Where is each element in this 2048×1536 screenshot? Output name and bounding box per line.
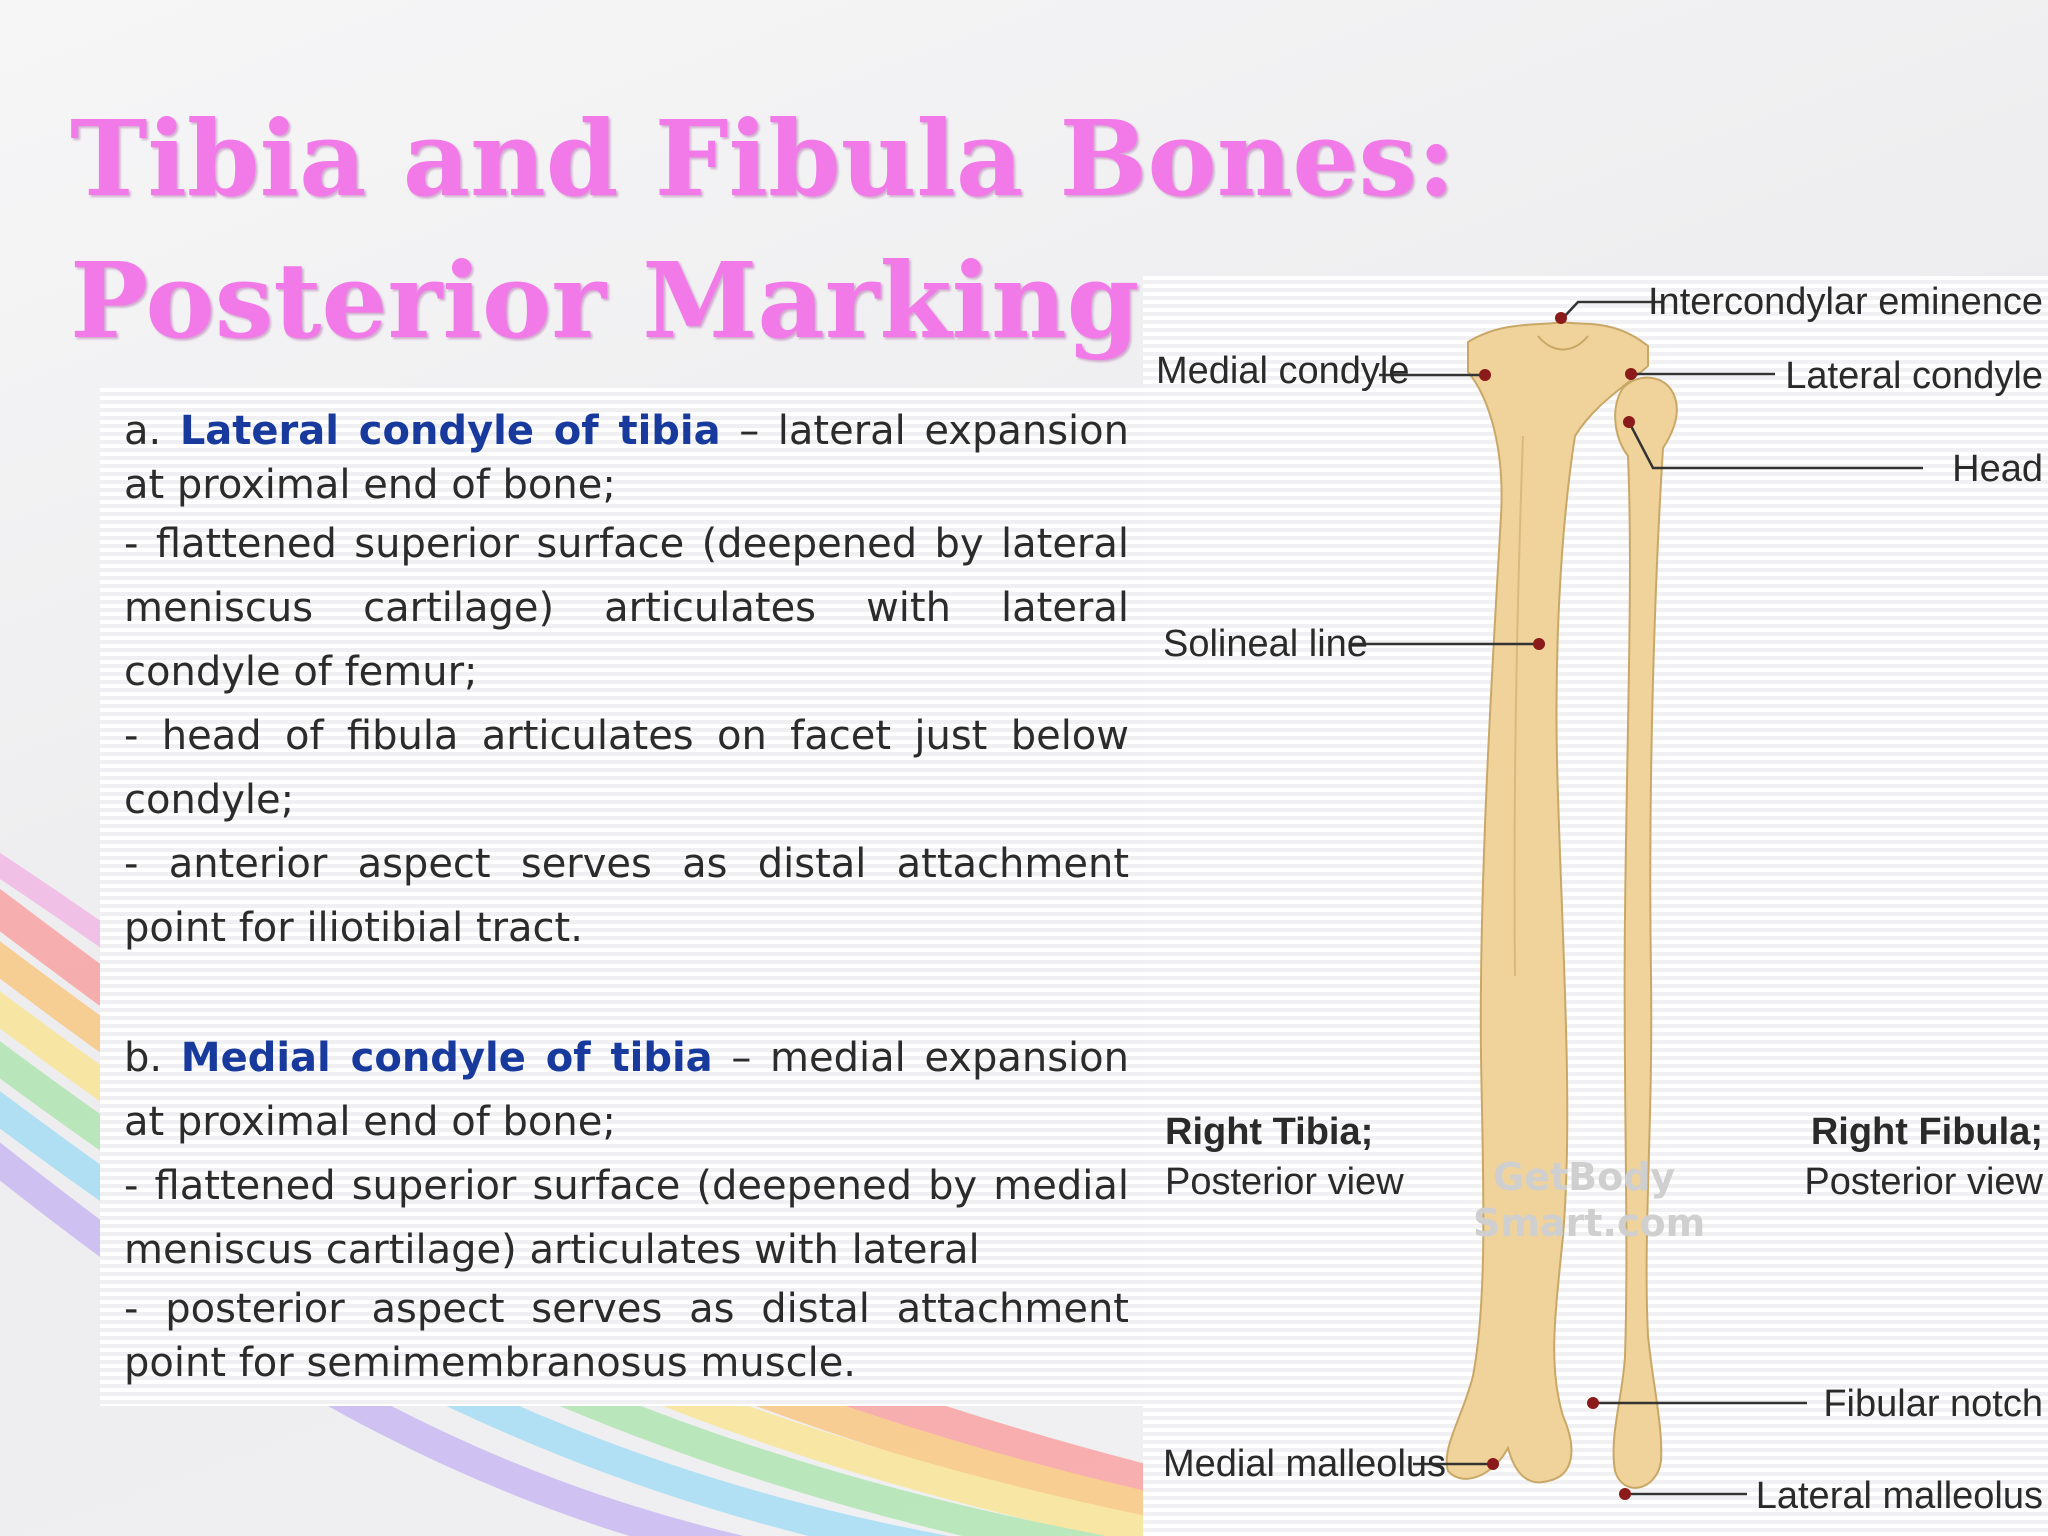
section-spacer — [124, 960, 1129, 1026]
medial-malleolus-label: Medial malleolus — [1163, 1443, 1446, 1485]
tibia-caption-title: Right Tibia; — [1165, 1111, 1373, 1153]
head-label: Head — [1952, 448, 2043, 490]
lateral-condyle-desc: – lateral expansion at proximal end of b… — [124, 408, 1129, 508]
soleal-line-label: Solineal line — [1163, 623, 1368, 665]
tibia-fibula-diagram: GetBody Smart.com Intercondylar eminence — [1156, 281, 2044, 1517]
fibula-bone — [1612, 376, 1678, 1489]
medial-condyle-point: - posterior aspect serves as distal atta… — [124, 1286, 1129, 1386]
item-a-prefix: a. — [124, 408, 180, 454]
lateral-condyle-term: Lateral condyle of tibia — [179, 408, 721, 454]
fibula-caption-title: Right Fibula; — [1811, 1111, 2043, 1153]
fibular-notch-marker — [1587, 1397, 1599, 1409]
medial-malleolus-marker — [1487, 1458, 1499, 1470]
lateral-condyle-point: - flattened superior surface (deepened b… — [124, 521, 1129, 695]
medial-condyle-heading: b. Medial condyle of tibia – medial expa… — [124, 1026, 1129, 1154]
intercondylar-eminence-leader — [1562, 300, 1663, 319]
tibia-bone — [1445, 320, 1649, 1484]
soleal-line-marker — [1533, 638, 1545, 650]
bone-diagram-panel: GetBody Smart.com Intercondylar eminence — [1143, 276, 2048, 1536]
lateral-condyle-label: Lateral condyle — [1785, 355, 2043, 397]
medial-condyle-label: Medial condyle — [1156, 350, 1409, 392]
lateral-malleolus-label: Lateral malleolus — [1756, 1475, 2043, 1517]
medial-condyle-term: Medial condyle of tibia — [180, 1035, 713, 1081]
medial-condyle-marker — [1479, 369, 1491, 381]
head-leader — [1627, 421, 1923, 470]
medial-condyle-desc: – medial expansion at proximal end of bo… — [124, 1035, 1129, 1145]
description-panel: a. Lateral condyle of tibia – lateral ex… — [100, 388, 1145, 1406]
lateral-malleolus-marker — [1619, 1488, 1631, 1500]
watermark-line-1: GetBody — [1493, 1155, 1675, 1199]
fibular-notch-label: Fibular notch — [1823, 1383, 2043, 1425]
lateral-condyle-point: - anterior aspect serves as distal attac… — [124, 841, 1129, 951]
medial-condyle-point: - flattened superior surface (deepened b… — [124, 1163, 1129, 1273]
lateral-condyle-point: - head of fibula articulates on facet ju… — [124, 713, 1129, 823]
item-b-prefix: b. — [124, 1035, 181, 1081]
watermark-line-2: Smart.com — [1473, 1201, 1705, 1245]
intercondylar-eminence-marker — [1555, 312, 1567, 324]
lateral-condyle-heading: a. Lateral condyle of tibia – lateral ex… — [124, 404, 1129, 512]
fibula-caption-subtitle: Posterior view — [1804, 1161, 2043, 1203]
tibia-caption-subtitle: Posterior view — [1165, 1161, 1404, 1203]
intercondylar-eminence-label: Intercondylar eminence — [1648, 281, 2043, 323]
lateral-condyle-marker — [1625, 368, 1637, 380]
head-marker — [1623, 416, 1635, 428]
slide-title: Tibia and Fibula Bones: Posterior Markin… — [70, 97, 1456, 362]
